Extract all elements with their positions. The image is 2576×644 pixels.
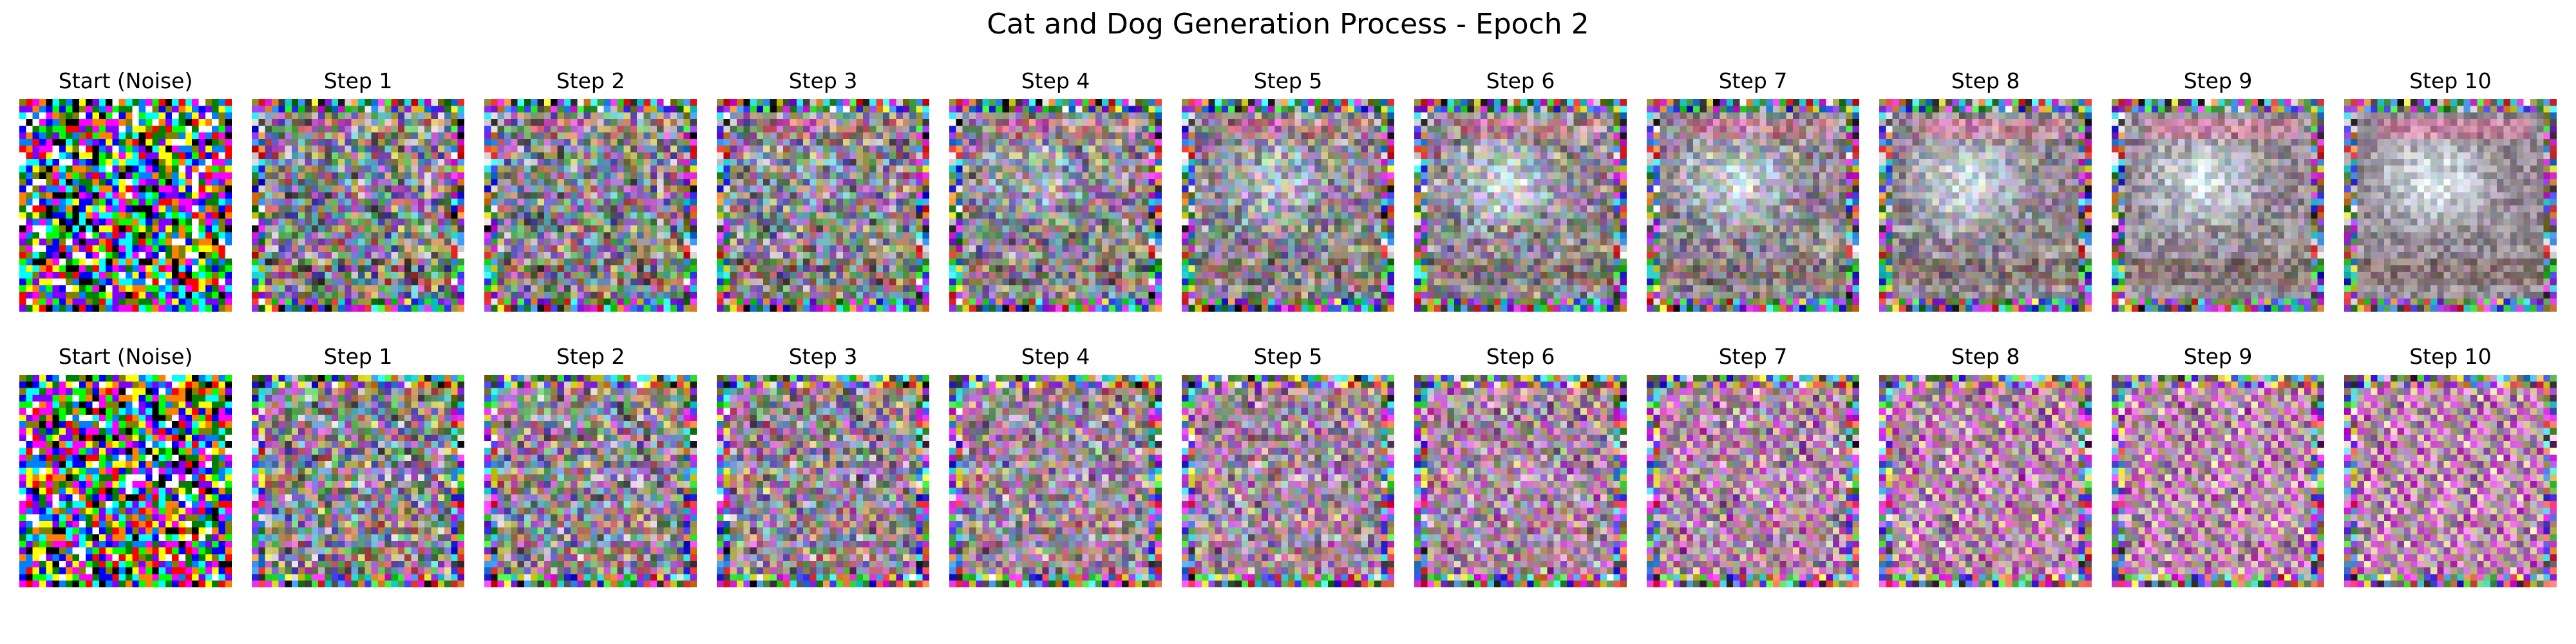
generated-image (1414, 375, 1627, 587)
generated-image (949, 99, 1162, 312)
generated-image (1182, 375, 1394, 587)
panel-title: Step 7 (1718, 68, 1788, 93)
panel-title: Step 1 (323, 344, 393, 369)
panel-title: Step 7 (1718, 344, 1788, 369)
panel-title: Step 3 (788, 344, 858, 369)
panel-title: Step 4 (1021, 68, 1090, 93)
generated-image (717, 375, 929, 587)
generated-image (19, 99, 232, 312)
generated-image (484, 375, 697, 587)
panel-title: Start (Noise) (58, 68, 193, 93)
panel-title: Step 5 (1253, 68, 1323, 93)
generated-image (2344, 99, 2557, 312)
generated-image (19, 375, 232, 587)
panel-title: Step 5 (1253, 344, 1323, 369)
panel-title: Step 9 (2183, 344, 2253, 369)
panel-title: Step 8 (1951, 344, 2020, 369)
generated-image (2112, 99, 2324, 312)
generated-image (949, 375, 1162, 587)
generated-image (1647, 99, 1859, 312)
panel-title: Step 2 (556, 68, 625, 93)
generated-image (2112, 375, 2324, 587)
panel-title: Step 2 (556, 344, 625, 369)
panel-title: Step 6 (1486, 344, 1555, 369)
panel-title: Step 10 (2409, 344, 2492, 369)
generated-image (1879, 99, 2092, 312)
panel-title: Start (Noise) (58, 344, 193, 369)
generated-image (484, 99, 697, 312)
panel-title: Step 6 (1486, 68, 1555, 93)
generated-image (717, 99, 929, 312)
panel-title: Step 4 (1021, 344, 1090, 369)
panel-title: Step 8 (1951, 68, 2020, 93)
figure-title: Cat and Dog Generation Process - Epoch 2 (987, 8, 1589, 41)
generated-image (1182, 99, 1394, 312)
panel-title: Step 10 (2409, 68, 2492, 93)
generated-image (1647, 375, 1859, 587)
generated-image (1414, 99, 1627, 312)
generated-image (1879, 375, 2092, 587)
panel-title: Step 9 (2183, 68, 2253, 93)
panel-title: Step 3 (788, 68, 858, 93)
generated-image (252, 99, 464, 312)
generated-image (2344, 375, 2557, 587)
generated-image (252, 375, 464, 587)
panel-title: Step 1 (323, 68, 393, 93)
